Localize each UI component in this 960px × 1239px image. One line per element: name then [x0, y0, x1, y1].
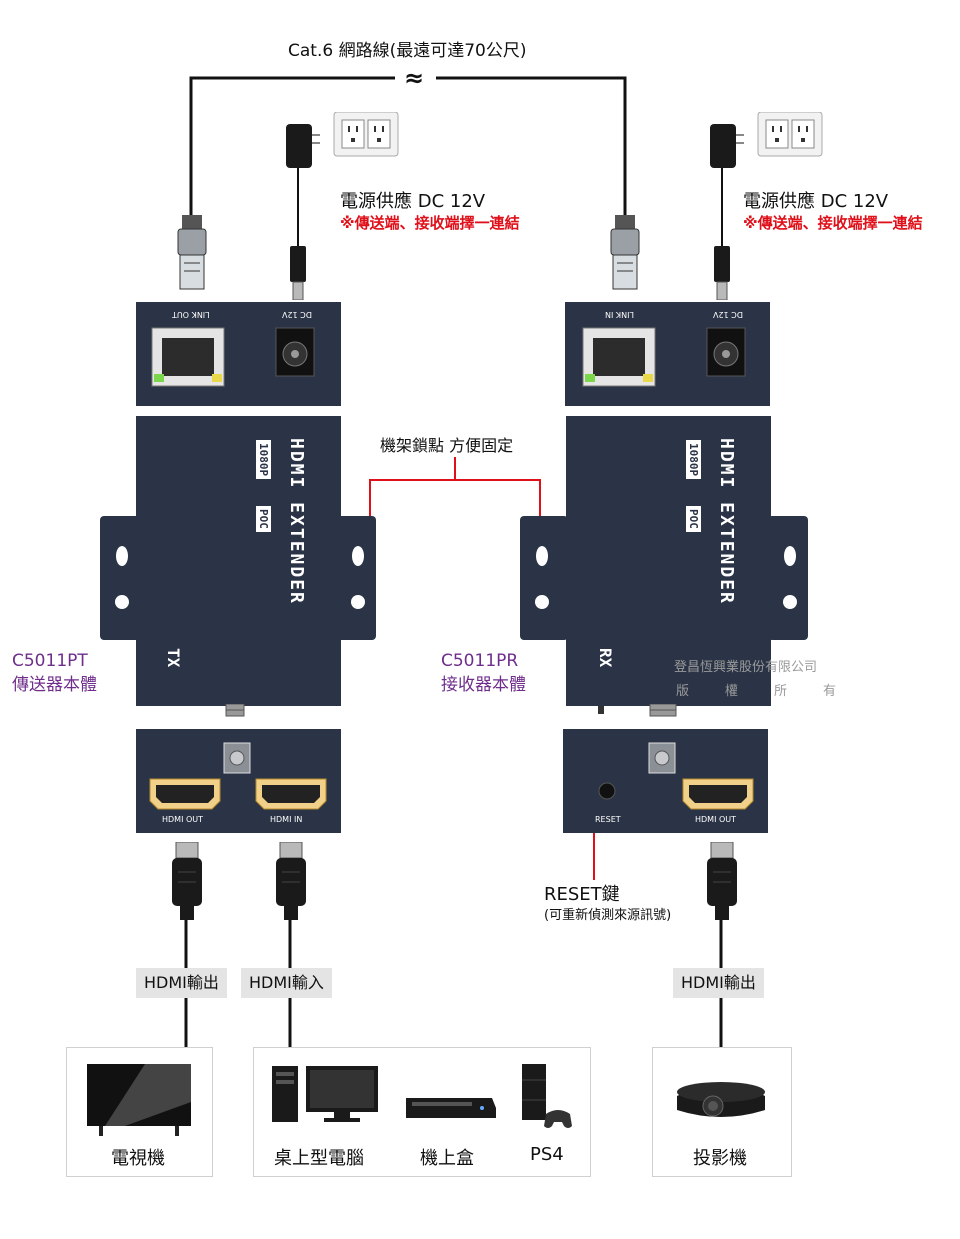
- hdmi-plug-tx-out-icon: [172, 842, 202, 920]
- copyright-char-2: 權: [724, 684, 738, 699]
- rx-hdmi-out-port-label: HDMI OUT: [695, 815, 737, 824]
- device-label-projector: 投影機: [693, 1148, 747, 1169]
- rx-model-number: C5011PR: [441, 651, 519, 671]
- rx-port-dc-label: DC 12V: [713, 310, 743, 319]
- rack-label: 機架鎖點 方便固定: [380, 436, 514, 455]
- tag-tx-hdmi-out: HDMI輸出: [136, 968, 227, 998]
- tx-screw-icon: [225, 704, 245, 717]
- tag-tx-hdmi-in: HDMI輸入: [241, 968, 332, 998]
- tx-mounting-ears: [100, 516, 376, 640]
- tx-hdmi-out-port-label: HDMI OUT: [162, 815, 204, 824]
- rx-body: HDMI EXTENDER 1080P POC RX: [566, 416, 771, 706]
- copyright-rights: 版 權 所 有: [676, 680, 836, 699]
- reset-label-title: RESET鍵: [544, 884, 620, 905]
- set-top-box-icon: [406, 1098, 496, 1118]
- tx-badge-poc: POC: [256, 506, 271, 532]
- tv-icon: [87, 1064, 191, 1136]
- tx-body: HDMI EXTENDER 1080P POC TX: [136, 416, 341, 706]
- rx-badge-poc: POC: [686, 506, 701, 532]
- tx-badge-1080p: 1080P: [256, 440, 271, 480]
- device-label-pc: 桌上型電腦: [274, 1148, 364, 1169]
- device-label-stb: 機上盒: [420, 1148, 474, 1169]
- rx-side-label: RX: [596, 648, 615, 668]
- tx-bottom-panel: HDMI OUT HDMI IN: [136, 729, 341, 833]
- tx-model-number: C5011PT: [12, 651, 88, 671]
- projector-icon: [677, 1082, 765, 1117]
- rx-screw-icon: [598, 704, 677, 717]
- tx-port-link-out-label: LINK OUT: [172, 310, 210, 319]
- copyright-char-3: 所: [773, 684, 787, 699]
- hdmi-plug-tx-in-icon: [276, 842, 306, 920]
- tag-rx-hdmi-out: HDMI輸出: [673, 968, 764, 998]
- cable-break-mark: ≈: [404, 64, 425, 92]
- tx-port-dc-label: DC 12V: [282, 310, 312, 319]
- rx-badge-1080p: 1080P: [686, 440, 701, 480]
- tx-top-panel: LINK OUT DC 12V: [136, 302, 341, 406]
- rx-model-name: 接收器本體: [441, 675, 526, 695]
- cable-label: Cat.6 網路線(最遠可達70公尺): [288, 41, 527, 61]
- device-label-tv: 電視機: [111, 1148, 165, 1169]
- power-right-title: 電源供應 DC 12V: [743, 191, 889, 212]
- power-left-title: 電源供應 DC 12V: [340, 191, 486, 212]
- ps4-console-icon: [522, 1064, 572, 1128]
- dc-plug-right-icon: [714, 246, 730, 300]
- tx-hdmi-in-port-label: HDMI IN: [270, 815, 303, 824]
- cat6-cable-right: [436, 76, 627, 225]
- cat6-cable-left: [189, 76, 395, 225]
- copyright-char-1: 版: [676, 684, 690, 699]
- hdmi-plug-rx-out-icon: [707, 842, 737, 920]
- rj45-plug-left-icon: [177, 215, 207, 290]
- tx-title: HDMI EXTENDER: [286, 438, 307, 605]
- rj45-plug-right-icon: [610, 215, 640, 290]
- power-outlet-left-icon: [286, 112, 399, 168]
- rx-top-panel: LINK IN DC 12V: [565, 302, 770, 406]
- power-left-note: ※傳送端、接收端擇一連結: [340, 214, 520, 232]
- device-label-ps4: PS4: [530, 1144, 564, 1165]
- rx-mounting-ears: [520, 516, 808, 640]
- device-box-tv: 電視機: [66, 1047, 213, 1177]
- rx-title: HDMI EXTENDER: [716, 438, 737, 605]
- tx-model-name: 傳送器本體: [12, 675, 97, 695]
- rx-reset-port-label: RESET: [595, 815, 621, 824]
- power-right-note: ※傳送端、接收端擇一連結: [743, 214, 923, 232]
- rack-pointer-line: [369, 479, 541, 522]
- power-outlet-right-icon: [710, 112, 823, 168]
- tx-side-label: TX: [164, 648, 183, 668]
- reset-label-desc: (可重新偵測來源訊號): [544, 908, 672, 923]
- rx-bottom-panel: RESET HDMI OUT: [563, 729, 768, 833]
- device-box-sources: 桌上型電腦 機上盒 PS4: [253, 1047, 591, 1177]
- device-box-projector: 投影機: [652, 1047, 792, 1177]
- dc-plug-left-icon: [290, 246, 306, 300]
- copyright-char-4: 有: [822, 684, 836, 699]
- copyright-company: 登昌恆興業股份有限公司: [674, 660, 818, 675]
- rx-port-link-in-label: LINK IN: [605, 310, 634, 319]
- desktop-pc-icon: [272, 1066, 378, 1122]
